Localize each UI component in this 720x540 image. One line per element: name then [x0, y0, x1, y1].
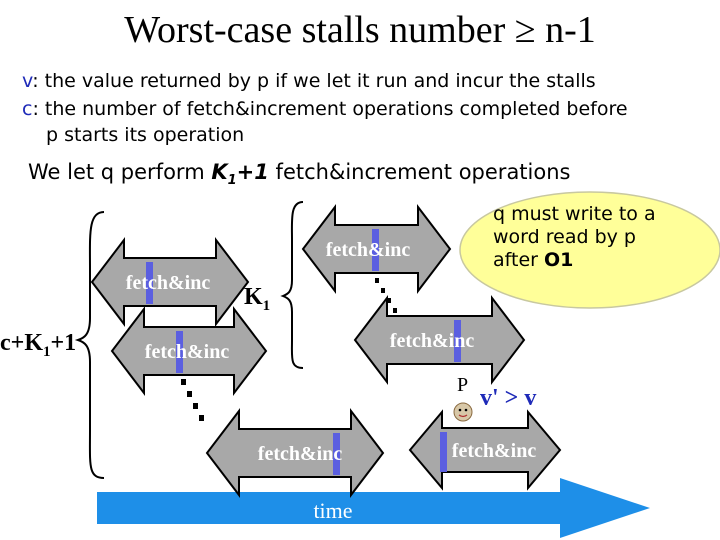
q-perform-statement: We let q perform K1+1 fetch&increment op… — [28, 160, 570, 188]
linearization-bar — [372, 229, 379, 271]
fetch-inc-operation: fetch&inc — [353, 295, 526, 385]
linearization-bar — [333, 433, 340, 475]
definition-var: c — [22, 98, 33, 120]
slide-title: Worst-case stalls number ≥ n-1 — [124, 9, 596, 51]
linearization-bar — [146, 262, 153, 304]
fetch-inc-label: fetch&inc — [326, 239, 411, 261]
statement-prefix: We let q perform — [28, 160, 212, 184]
callout-line: after O1 — [493, 249, 693, 272]
callout-line-prefix: after — [493, 249, 544, 271]
time-label: time — [313, 498, 352, 523]
fetch-inc-operation: fetch&inc — [205, 408, 385, 498]
statement-sub: 1 — [227, 173, 237, 189]
linearization-bar — [440, 432, 447, 472]
fetch-inc-label: fetch&inc — [145, 341, 230, 363]
fetch-inc-label: fetch&inc — [258, 443, 343, 465]
k1-label: K1 — [244, 284, 270, 314]
callout-line: q must write to a — [493, 203, 656, 225]
fetch-inc-operation: fetch&inc — [90, 237, 250, 327]
linearization-bar — [454, 320, 461, 362]
definition-text: : the number of fetch&increment operatio… — [32, 98, 628, 120]
definition-v: v: the value returned by p if we let it … — [22, 70, 596, 92]
brace-c-k1-1 — [74, 211, 105, 479]
fetch-inc-label: fetch&inc — [452, 440, 537, 462]
fetch-inc-operation: fetch&inc — [301, 204, 452, 294]
definition-continued: p starts its operation — [46, 124, 244, 146]
definition-var: v — [22, 70, 33, 92]
time-arrow — [97, 478, 650, 538]
fetch-inc-label: fetch&inc — [126, 272, 211, 294]
ellipsis-dots-right — [375, 278, 397, 313]
linearization-bar — [176, 331, 183, 373]
p-label: P — [457, 374, 468, 396]
definition-text: : the value returned by p if we let it r… — [32, 70, 596, 92]
process-p-icon — [453, 402, 473, 422]
definition-c: c: the number of fetch&increment operati… — [22, 98, 628, 120]
definition-text: p starts its operation — [46, 124, 245, 146]
brace-k1 — [280, 201, 304, 369]
v-prime-label: v' > v — [480, 385, 536, 411]
statement-term: K — [211, 160, 228, 184]
fetch-inc-operation: fetch&inc — [408, 409, 562, 491]
statement-rest: fetch&increment operations — [268, 160, 571, 184]
callout-line: word read by p — [493, 226, 636, 248]
statement-suffix: +1 — [236, 160, 269, 184]
callout-line-bold: O1 — [544, 249, 574, 271]
callout-bubble — [459, 191, 720, 309]
fetch-inc-label: fetch&inc — [390, 330, 475, 352]
callout-text: q must write to a word read by p after O… — [493, 203, 693, 272]
c-k1-plus-1-label: c+K1+1 — [0, 330, 76, 360]
fetch-inc-operation: fetch&inc — [110, 306, 268, 396]
